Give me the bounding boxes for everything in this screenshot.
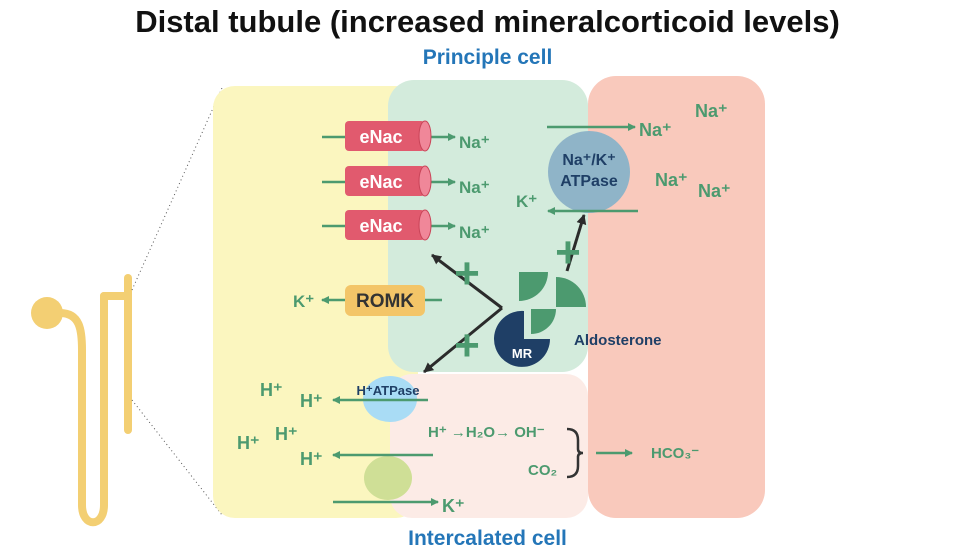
principle-cell-label: Principle cell xyxy=(422,46,553,69)
hco3-label: HCO₃⁻ xyxy=(651,445,699,462)
intercalated-cell-region xyxy=(390,374,588,518)
na-ion-label: Na⁺ xyxy=(459,178,490,197)
k-ion-label: K⁺ xyxy=(516,192,537,211)
intercalated-cell-label: Intercalated cell xyxy=(408,527,567,550)
page-title: Distal tubule (increased mineralcorticoi… xyxy=(135,4,840,39)
plus-sign: + xyxy=(454,321,480,370)
na-k-atpase-label: ATPase xyxy=(560,173,618,190)
h-atpase-pump: H⁺ATPase xyxy=(332,376,428,422)
h-ion-label: H⁺ xyxy=(260,380,283,400)
h-atpase-label: H⁺ATPase xyxy=(357,383,420,398)
enac-channel: eNac Na⁺ xyxy=(322,165,490,197)
bicarbonate-reaction: H⁺ →H₂O→ OH⁻ CO₂ HCO₃⁻ xyxy=(428,424,699,479)
aldosterone-molecule xyxy=(519,272,586,334)
na-k-atpase-label: Na⁺/K⁺ xyxy=(562,152,615,169)
na-ion-label: Na⁺ xyxy=(459,133,490,152)
plus-sign: + xyxy=(454,249,480,298)
h-ion-label: H⁺ xyxy=(300,449,323,469)
interstitium-region xyxy=(588,76,765,518)
enac-channel: eNac Na⁺ xyxy=(322,120,490,152)
h-ion-label: H⁺ xyxy=(300,391,323,411)
h-ion-label: H⁺ xyxy=(237,433,260,453)
romk-channel: ROMK K⁺ xyxy=(293,285,442,316)
h-ions-lumen: H⁺ H⁺ H⁺ H⁺ H⁺ xyxy=(237,380,323,469)
na-ion-label: Na⁺ xyxy=(459,223,490,242)
na-ion-label: Na⁺ xyxy=(695,101,728,121)
na-ion-label: Na⁺ xyxy=(639,120,672,140)
plus-sign: + xyxy=(555,228,581,277)
enac-channel: eNac Na⁺ xyxy=(322,209,490,242)
h-k-exchanger: K⁺ xyxy=(332,451,465,516)
na-k-atpase-pump: Na⁺/K⁺ ATPase Na⁺ K⁺ xyxy=(516,120,672,215)
mr-label: MR xyxy=(512,346,533,361)
nephron-tubule-illustration xyxy=(31,274,132,527)
zoom-guide-lines xyxy=(131,87,223,516)
signaling-arrows xyxy=(423,214,587,374)
enac-label: eNac xyxy=(359,216,402,236)
enac-label: eNac xyxy=(359,127,402,147)
aldosterone-label: Aldosterone xyxy=(574,332,662,349)
k-ion-label: K⁺ xyxy=(293,292,314,311)
enac-label: eNac xyxy=(359,172,402,192)
k-ion-label: K⁺ xyxy=(442,496,465,516)
na-ion-label: Na⁺ xyxy=(698,181,731,201)
co2-label: CO₂ xyxy=(528,462,557,479)
h-ion-label: H⁺ xyxy=(275,424,298,444)
reaction-label: H⁺ →H₂O→ OH⁻ xyxy=(428,424,545,441)
mineralocorticoid-receptor: MR xyxy=(494,310,550,367)
na-ion-label: Na⁺ xyxy=(655,170,688,190)
romk-label: ROMK xyxy=(356,291,414,312)
